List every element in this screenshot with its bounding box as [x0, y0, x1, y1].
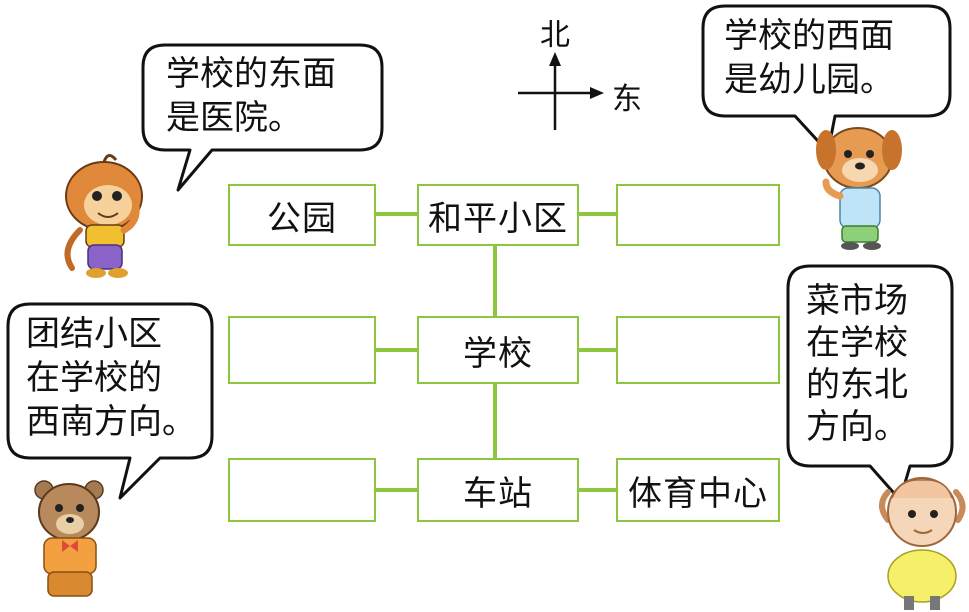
- cell-row3-east: 体育中心: [616, 458, 780, 522]
- compass-east-label: 东: [612, 82, 642, 117]
- cell-row2-east: [616, 316, 780, 384]
- cell-row2-west: [228, 316, 376, 384]
- compass-icon: [518, 52, 604, 130]
- bear-icon: [34, 480, 104, 597]
- cell-row1-center: 和平小区: [417, 184, 579, 246]
- monkey-icon: [64, 154, 143, 278]
- compass-north-label: 北: [540, 18, 570, 53]
- dog-icon: [816, 127, 902, 250]
- cell-row1-west: 公园: [228, 184, 376, 246]
- dog-bubble-text: 学校的西面 是幼儿园。: [724, 16, 894, 100]
- monkey-bubble-text: 学校的东面 是医院。: [166, 54, 336, 138]
- cell-row1-east: [616, 184, 780, 246]
- sheep-bubble-text: 菜市场 在学校 的东北 方向。: [806, 281, 908, 447]
- cell-row2-center: 学校: [417, 316, 579, 384]
- bear-bubble-text: 团结小区 在学校的 西南方向。: [26, 314, 196, 442]
- sheep-icon: [879, 477, 966, 610]
- cell-row3-center: 车站: [417, 458, 579, 522]
- cell-row3-west: [228, 458, 376, 522]
- bear-speech-bubble: [6, 302, 214, 500]
- grid-connectors: [375, 212, 617, 492]
- monkey-speech-bubble: [141, 43, 384, 192]
